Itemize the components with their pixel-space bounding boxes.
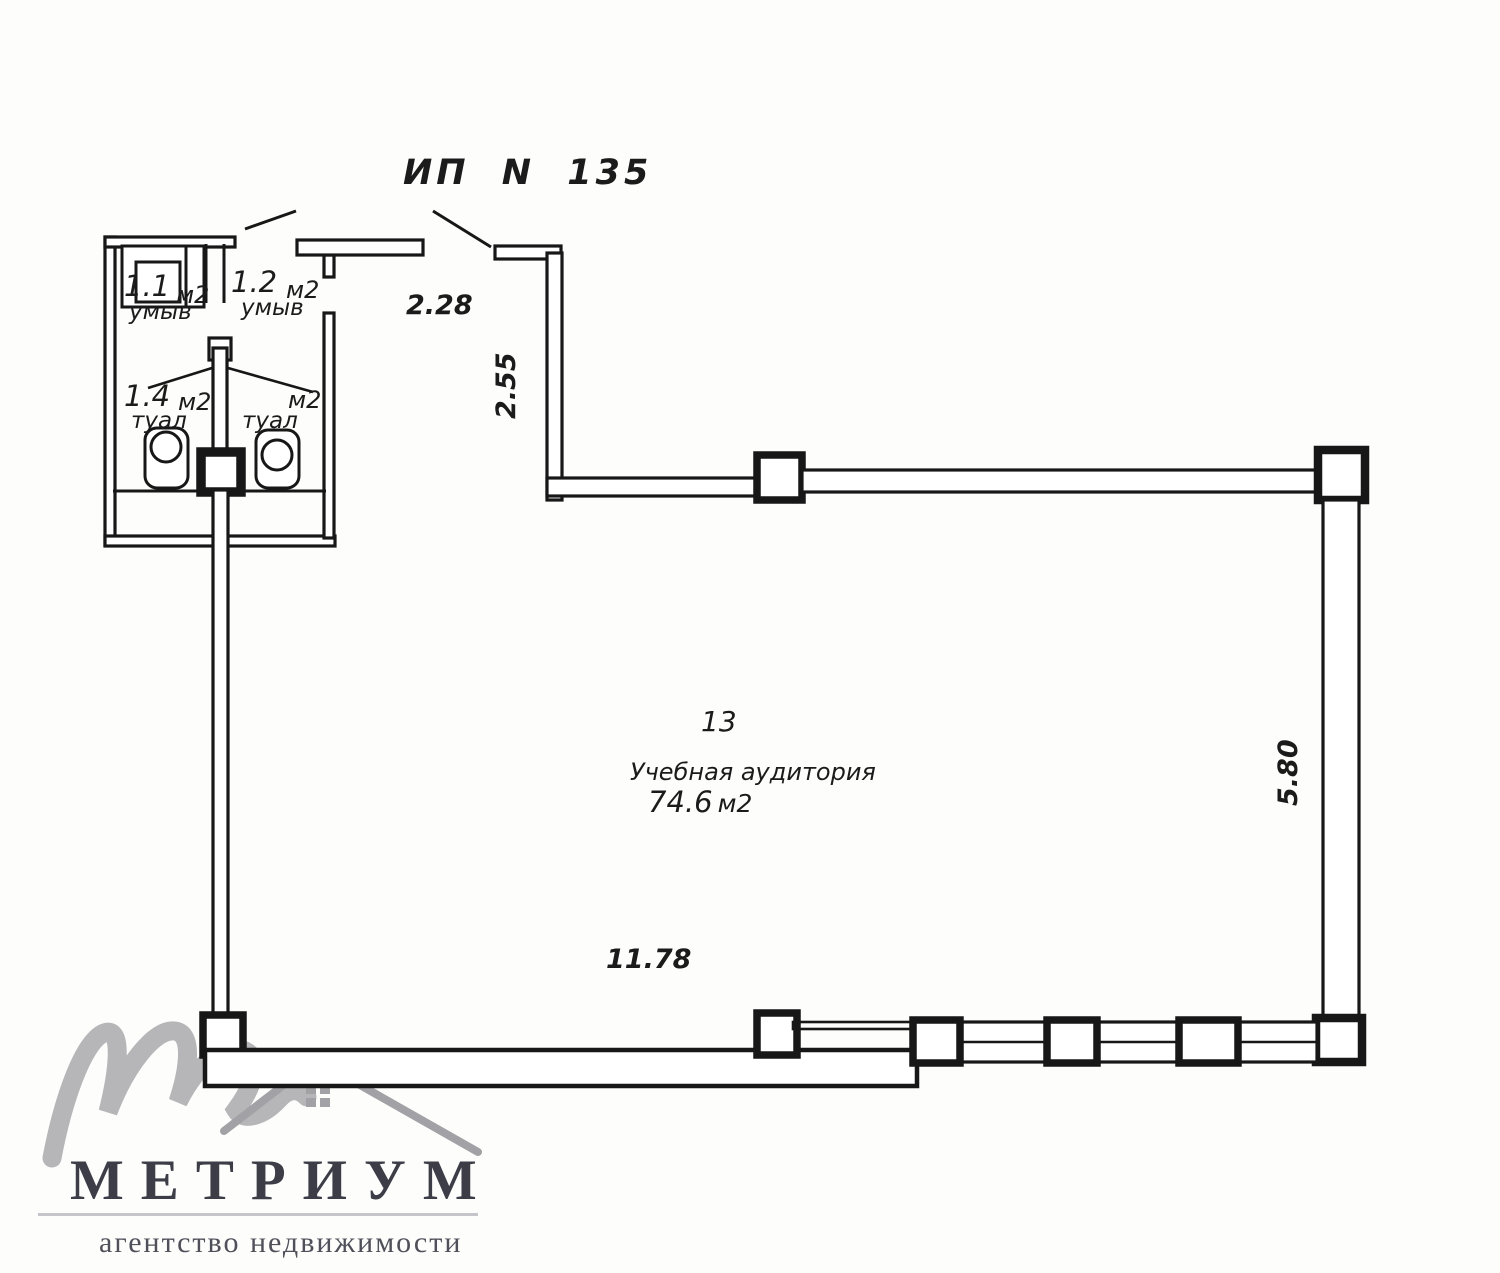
annex-door-leaf (244, 209, 297, 231)
main-room-number: 13 (701, 705, 737, 738)
entrance-door-leaf (432, 209, 492, 249)
room-1-2-number: 1.2 (231, 265, 278, 299)
structural-column (196, 447, 246, 497)
main-room-name: Учебная аудитория (630, 758, 876, 786)
watermark-tagline: агентство недвижимости (99, 1226, 463, 1259)
entry-walls (244, 209, 564, 502)
room-1-1-number: 1.1 (124, 269, 171, 303)
bottom-wall (199, 1009, 1319, 1089)
room-1-4-label: туал (131, 408, 187, 434)
bottom-wall-connector (791, 1020, 919, 1031)
entry-top-wall (295, 238, 425, 257)
entry-side-wall (545, 251, 564, 502)
annex-fixtures (120, 244, 301, 490)
toilet-left-icon (143, 426, 190, 490)
room-1-2-label: умыв (241, 295, 304, 321)
dimension-entry-depth: 2.55 (491, 352, 522, 419)
dimension-room-depth: 5.80 (1273, 739, 1304, 806)
bottom-wall-left-band (202, 1047, 920, 1089)
main-top-wall-right (800, 468, 1322, 494)
corner-column-bottom-right (1311, 1013, 1367, 1067)
annex-left-wall (103, 235, 117, 547)
main-room-walls (211, 445, 1370, 1067)
house-window-icon (306, 1085, 330, 1107)
stall-door-swing-right (227, 366, 314, 394)
main-left-wall (211, 488, 230, 1019)
main-room-area-unit: м2 (717, 789, 753, 818)
main-room-area-value: 74.6 (648, 785, 713, 819)
stall-door-swing-left (147, 366, 213, 390)
room-1-4-unit: м2 (178, 388, 212, 416)
corner-column-top-right (1313, 445, 1370, 505)
top-wall-pier (753, 451, 806, 504)
dimension-entry-width: 2.28 (406, 290, 473, 321)
room-1-1-label: умыв (129, 299, 192, 325)
watermark-divider (38, 1213, 478, 1216)
toilet-right-icon (254, 428, 301, 490)
annex-right-wall-lower (322, 311, 336, 540)
room-1-4-number: 1.4 (124, 379, 171, 413)
watermark-brand: МЕТРИУМ (70, 1149, 494, 1212)
window-pier-3 (1175, 1016, 1242, 1067)
room-toilet-right-label: туал (242, 408, 298, 434)
washbasin-sink (134, 260, 182, 304)
bottom-mid-pier (753, 1009, 801, 1059)
room-1-1-unit: м2 (176, 281, 210, 309)
room-1-2-unit: м2 (286, 276, 320, 304)
window-pier-2 (1043, 1016, 1101, 1067)
window-pier-1 (909, 1016, 964, 1067)
annex-right-wall-upper (322, 253, 336, 279)
dimension-room-width: 11.78 (606, 944, 692, 975)
main-right-wall (1321, 498, 1361, 1020)
main-top-wall-left (545, 476, 764, 498)
plan-title: ИП N 135 (403, 153, 653, 193)
room-toilet-right-unit: м2 (288, 386, 322, 414)
stall-partition-wall (211, 346, 229, 454)
